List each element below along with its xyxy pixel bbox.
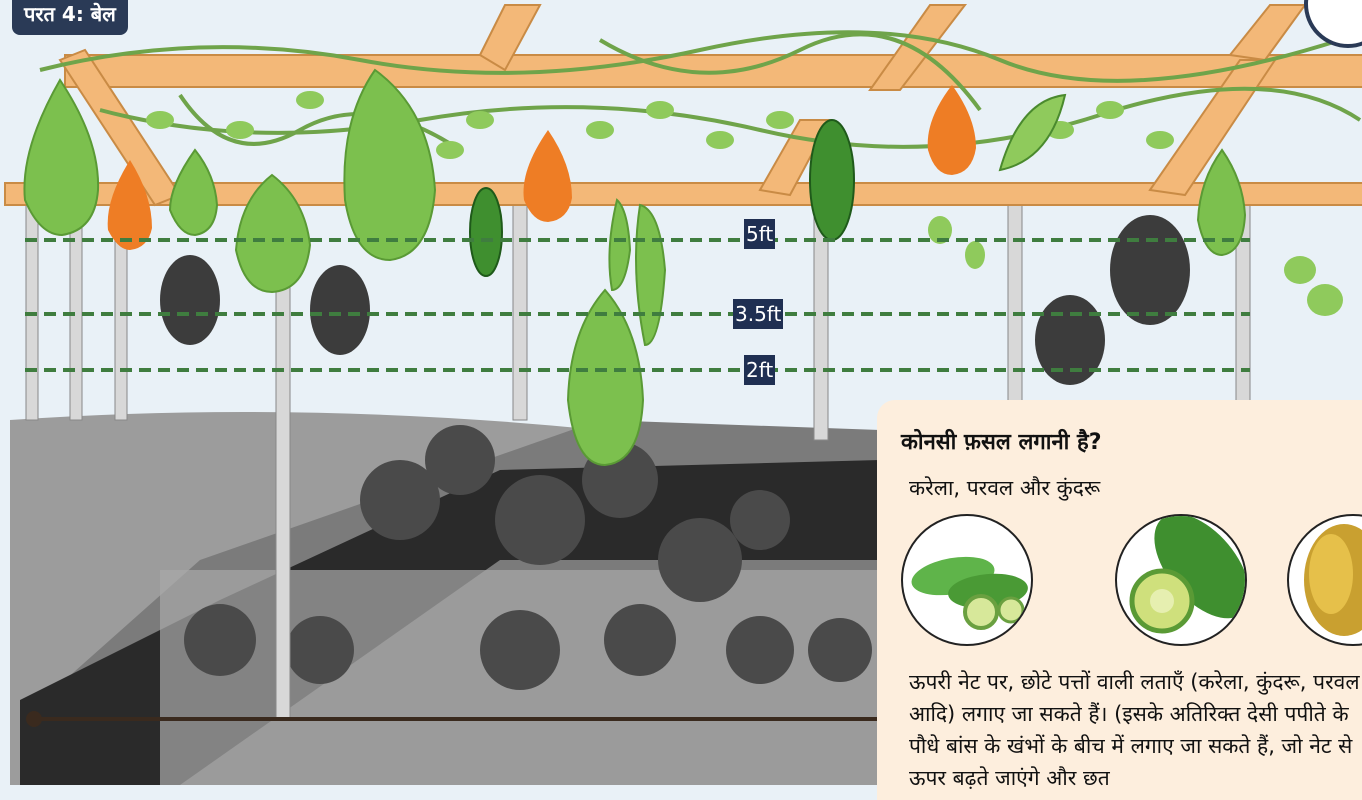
layer-badge: परत 4: बेल [12, 0, 128, 35]
info-title: कोनसी फ़सल लगानी है? [901, 426, 1101, 456]
height-label-2ft: 2ft [744, 355, 775, 385]
parwal-icon [901, 514, 1033, 646]
kundru-icon [1287, 514, 1362, 646]
height-label-5ft: 5ft [744, 219, 775, 249]
karela-icon [1115, 514, 1247, 646]
info-subtitle: करेला, परवल और कुंदरू [909, 474, 1100, 502]
crop-info-panel: कोनसी फ़सल लगानी है? करेला, परवल और कुंद… [877, 400, 1362, 800]
info-body: ऊपरी नेट पर, छोटे पत्तों वाली लताएँ (करे… [909, 666, 1362, 794]
height-label-3-5ft: 3.5ft [733, 299, 783, 329]
